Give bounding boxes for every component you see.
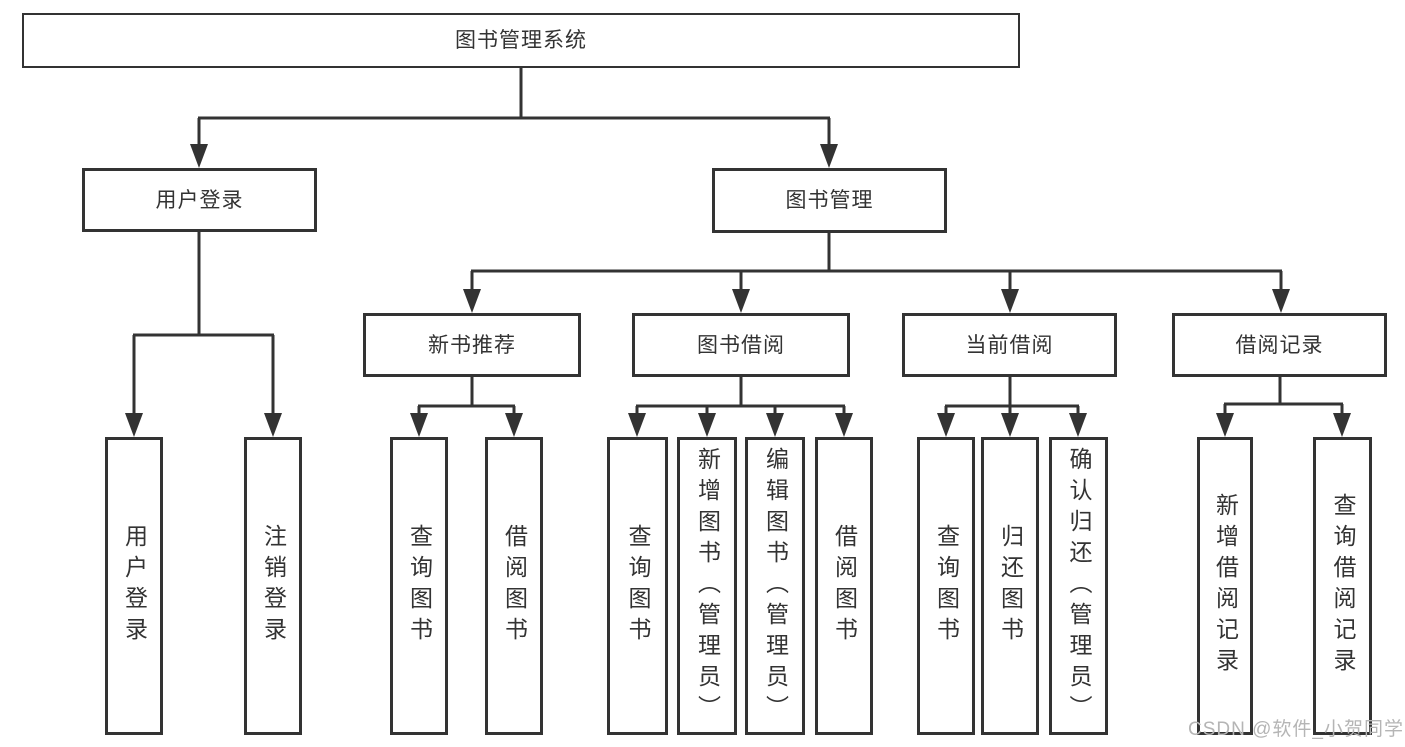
leaf-label: 借阅图书 xyxy=(501,524,528,648)
leaf-label: 借阅图书 xyxy=(831,524,858,648)
node-new-book-recommend: 新书推荐 xyxy=(363,313,581,377)
node-user-login: 用户登录 xyxy=(82,168,317,232)
leaf-label: 编辑图书（管理员） xyxy=(762,446,789,726)
node-label: 图书管理 xyxy=(785,189,874,212)
node-label: 借阅记录 xyxy=(1235,333,1324,357)
leaf-label: 确认归还（管理员） xyxy=(1066,446,1092,726)
leaf-edit-book-admin: 编辑图书（管理员） xyxy=(745,437,805,735)
leaf-add-book-admin: 新增图书（管理员） xyxy=(677,437,737,735)
leaf-user-login: 用户登录 xyxy=(105,437,163,735)
node-label: 用户登录 xyxy=(155,188,244,212)
leaf-query-book-1: 查询图书 xyxy=(390,437,448,735)
node-book-management: 图书管理 xyxy=(712,168,947,233)
leaf-label: 新增图书（管理员） xyxy=(694,446,721,726)
leaf-borrow-book-1: 借阅图书 xyxy=(485,437,543,735)
leaf-label: 归还图书 xyxy=(997,524,1024,648)
leaf-label: 用户登录 xyxy=(121,524,148,648)
leaf-label: 查询图书 xyxy=(406,524,433,648)
leaf-label: 注销登录 xyxy=(260,524,287,648)
leaf-query-book-2: 查询图书 xyxy=(607,437,668,735)
node-book-borrow: 图书借阅 xyxy=(632,313,850,377)
leaf-label: 新增借阅记录 xyxy=(1212,493,1239,679)
leaf-logout: 注销登录 xyxy=(244,437,302,735)
leaf-borrow-book-2: 借阅图书 xyxy=(815,437,873,735)
node-borrow-record: 借阅记录 xyxy=(1172,313,1387,377)
leaf-return-book: 归还图书 xyxy=(981,437,1039,735)
leaf-add-borrow-record: 新增借阅记录 xyxy=(1197,437,1253,735)
csdn-watermark: CSDN @软件_小贺同学 xyxy=(1188,719,1404,740)
leaf-label: 查询图书 xyxy=(933,524,960,648)
leaf-label: 查询借阅记录 xyxy=(1330,493,1356,679)
node-current-borrow: 当前借阅 xyxy=(902,313,1117,377)
node-system-root: 图书管理系统 xyxy=(22,13,1020,68)
node-label: 图书管理系统 xyxy=(455,29,587,52)
node-label: 新书推荐 xyxy=(428,333,516,357)
leaf-label: 查询图书 xyxy=(625,524,651,648)
node-label: 当前借阅 xyxy=(965,333,1054,357)
leaf-confirm-return-admin: 确认归还（管理员） xyxy=(1049,437,1108,735)
leaf-query-borrow-record: 查询借阅记录 xyxy=(1313,437,1372,735)
leaf-query-book-3: 查询图书 xyxy=(917,437,975,735)
node-label: 图书借阅 xyxy=(697,333,785,357)
